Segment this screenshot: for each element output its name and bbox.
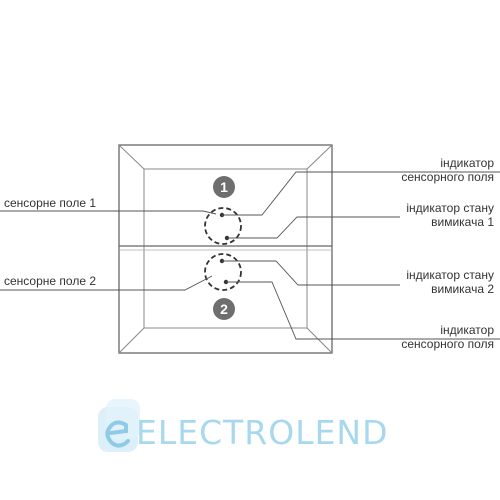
- bevel-corner-bl: [119, 328, 144, 353]
- label-indicator-state-2-line2: вимикача 2: [406, 282, 494, 296]
- label-indicator-state-1-line2: вимикача 1: [406, 215, 494, 229]
- bevel-corner-tr: [307, 145, 332, 169]
- label-indicator-field-bottom-line1: індикатор: [401, 323, 494, 337]
- electrolend-logo: ELECTROLEND: [90, 395, 420, 465]
- label-sensor-field-1: сенсорне поле 1: [4, 196, 96, 210]
- label-indicator-state-1-line1: індикатор стану: [406, 201, 494, 215]
- leader-indicator-state-1: [227, 217, 400, 238]
- label-indicator-field-top-line2: сенсорного поля: [401, 170, 494, 184]
- label-indicator-field-bottom: індикатор сенсорного поля: [401, 323, 494, 351]
- bevel-corner-br: [307, 328, 332, 353]
- badge-2-text: 2: [220, 301, 228, 317]
- label-sensor-field-2: сенсорне поле 2: [4, 274, 96, 288]
- label-indicator-state-2: індикатор стану вимикача 2: [406, 268, 494, 296]
- label-indicator-state-1: індикатор стану вимикача 1: [406, 201, 494, 229]
- label-indicator-field-top-line1: індикатор: [401, 156, 494, 170]
- logo-text: ELECTROLEND: [136, 413, 389, 452]
- leader-sensor-field-1: [0, 211, 216, 214]
- label-indicator-field-bottom-line2: сенсорного поля: [401, 337, 494, 351]
- bevel-corner-tl: [119, 145, 144, 169]
- leader-indicator-state-2: [222, 261, 400, 285]
- badge-1-text: 1: [220, 179, 228, 195]
- label-indicator-state-2-line1: індикатор стану: [406, 268, 494, 282]
- label-indicator-field-top: індикатор сенсорного поля: [401, 156, 494, 184]
